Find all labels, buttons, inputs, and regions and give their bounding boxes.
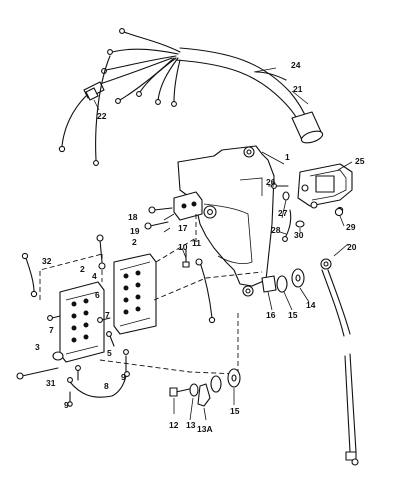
callout-6: 6 [95, 290, 100, 300]
callout-14: 14 [306, 300, 316, 310]
callout-32: 32 [42, 256, 52, 266]
rectifier-block [173, 191, 203, 221]
callout-9: 9 [121, 372, 126, 382]
callout-31: 31 [46, 378, 56, 388]
switch-box-right [113, 253, 157, 335]
mounting-plate [177, 145, 275, 297]
callout-29: 29 [346, 222, 356, 232]
solenoid [297, 163, 353, 214]
callout-1: 1 [285, 152, 290, 162]
callout-8: 8 [104, 381, 109, 391]
callout-9: 9 [64, 400, 69, 410]
callout-12: 12 [169, 420, 179, 430]
callout-13: 13 [186, 420, 196, 430]
switch-box-left [59, 281, 105, 363]
callout-20: 20 [347, 242, 357, 252]
callout-28: 28 [271, 225, 281, 235]
battery-cable [320, 258, 359, 466]
callout-18: 18 [128, 212, 138, 222]
callout-15: 15 [288, 310, 298, 320]
callout-21: 21 [293, 84, 303, 94]
callout-11: 11 [192, 238, 201, 248]
callout-30: 30 [294, 230, 304, 240]
wiring-harness [58, 28, 324, 166]
callout-25: 25 [355, 156, 365, 166]
callout-27: 27 [278, 208, 288, 218]
callout-2: 2 [132, 237, 137, 247]
callout-22: 22 [97, 111, 107, 121]
leader-lines [93, 67, 353, 421]
callout-24: 24 [291, 60, 301, 70]
fasteners [16, 183, 344, 407]
callout-4: 4 [92, 271, 97, 281]
callout-26: 26 [266, 177, 276, 187]
callout-19: 19 [130, 226, 140, 236]
callout-7: 7 [49, 325, 54, 335]
callout-13A: 13A [197, 424, 213, 434]
callout-16: 16 [266, 310, 276, 320]
callout-5: 5 [107, 348, 112, 358]
callout-15: 15 [230, 406, 240, 416]
callout-17: 17 [178, 223, 188, 233]
callout-2: 2 [80, 264, 85, 274]
callout-10: 10 [178, 242, 188, 252]
callout-labels: 1 2 2 3 4 5 6 7 7 8 9 9 10 11 12 13 13A … [35, 60, 365, 434]
callout-3: 3 [35, 342, 40, 352]
callout-7: 7 [105, 310, 110, 320]
